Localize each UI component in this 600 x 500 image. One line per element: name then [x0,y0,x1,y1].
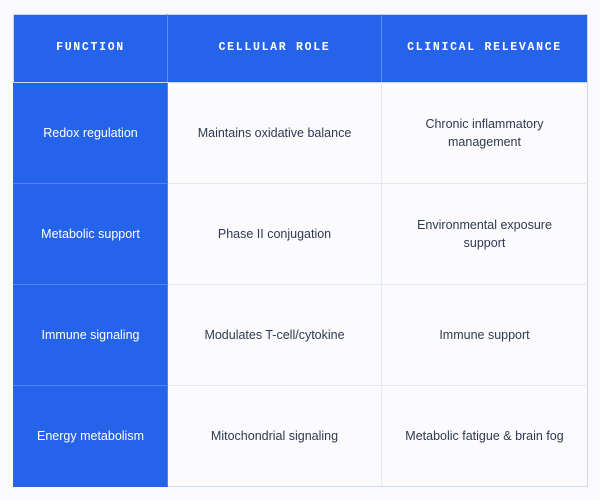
table-row: Energy metabolism Mitochondrial signalin… [13,385,588,487]
table-row: Metabolic support Phase II conjugation E… [13,183,588,285]
table-row: Redox regulation Maintains oxidative bal… [13,82,588,184]
cell-cellular-role: Phase II conjugation [167,183,382,285]
function-matrix-table: FUNCTION CELLULAR ROLE CLINICAL RELEVANC… [13,14,588,487]
column-header-function: FUNCTION [13,14,168,83]
cell-function: Energy metabolism [13,385,168,487]
cell-clinical-relevance: Environmental exposure support [381,183,588,285]
table-header-row: FUNCTION CELLULAR ROLE CLINICAL RELEVANC… [13,14,588,83]
cell-clinical-relevance-text: Environmental exposure support [417,217,552,250]
cell-cellular-role-text: Modulates T-cell/cytokine [204,327,345,342]
cell-cellular-role: Mitochondrial signaling [167,385,382,487]
cell-cellular-role-text: Phase II conjugation [217,226,332,241]
cell-function: Immune signaling [13,284,168,386]
cell-clinical-relevance-text: Metabolic fatigue & brain fog [405,428,564,443]
cell-clinical-relevance: Metabolic fatigue & brain fog [381,385,588,487]
cell-function-text: Metabolic support [41,226,140,241]
cell-clinical-relevance: Chronic inflammatory management [381,82,588,184]
cell-cellular-role: Maintains oxidative balance [167,82,382,184]
cell-clinical-relevance-text: Chronic inflammatory management [425,116,544,149]
cell-cellular-role-text: Mitochondrial signaling [210,428,339,443]
cell-function: Redox regulation [13,82,168,184]
cell-clinical-relevance: Immune support [381,284,588,386]
column-header-clinical-relevance: CLINICAL RELEVANCE [381,14,588,83]
cell-function-text: Energy metabolism [37,428,144,443]
cell-function: Metabolic support [13,183,168,285]
column-header-cellular-role: CELLULAR ROLE [167,14,382,83]
cell-clinical-relevance-text: Immune support [439,327,530,342]
cell-cellular-role: Modulates T-cell/cytokine [167,284,382,386]
cell-function-text: Redox regulation [43,125,138,140]
table-row: Immune signaling Modulates T-cell/cytoki… [13,284,588,386]
cell-cellular-role-text: Maintains oxidative balance [197,125,352,140]
cell-function-text: Immune signaling [41,327,140,342]
table-body: Redox regulation Maintains oxidative bal… [13,82,588,487]
comparison-table-container: FUNCTION CELLULAR ROLE CLINICAL RELEVANC… [13,14,588,487]
table-header: FUNCTION CELLULAR ROLE CLINICAL RELEVANC… [13,14,588,83]
